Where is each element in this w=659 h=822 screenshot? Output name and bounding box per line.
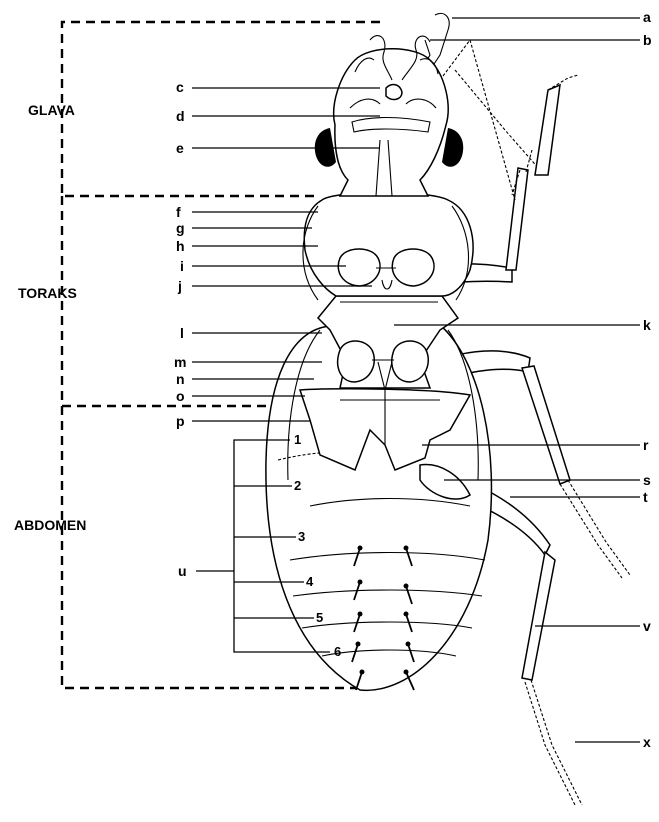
label-j: j <box>177 278 182 294</box>
middle-coxa-left <box>338 341 375 382</box>
front-coxa-left <box>338 249 380 286</box>
front-coxa-right <box>392 249 434 286</box>
labial-palp <box>386 85 402 100</box>
hind-leg-tarsus <box>525 682 575 805</box>
label-n: n <box>176 371 185 387</box>
label-e: e <box>176 140 184 156</box>
label-p: p <box>176 413 185 429</box>
label-k: k <box>643 317 651 333</box>
middle-leg-tarsus <box>560 484 622 578</box>
label-i: i <box>180 258 184 274</box>
eye-right <box>442 128 463 167</box>
section-label-head: GLAVA <box>28 102 75 118</box>
antenna-segments <box>535 85 560 175</box>
label-g: g <box>176 220 185 236</box>
label-x: x <box>643 734 651 750</box>
insect-body <box>266 13 630 805</box>
segment-number-3: 3 <box>298 529 305 544</box>
section-label-abdomen: ABDOMEN <box>14 517 86 533</box>
label-h: h <box>176 238 185 254</box>
label-b: b <box>643 32 652 48</box>
section-label-thorax: TORAKS <box>18 285 77 301</box>
label-o: o <box>176 388 185 404</box>
segment-number-1: 1 <box>294 432 301 447</box>
label-s: s <box>643 472 651 488</box>
label-c: c <box>176 79 184 95</box>
label-l: l <box>180 325 184 341</box>
hind-leg-tibia <box>522 552 555 680</box>
prothorax <box>304 193 473 297</box>
head-bracket <box>62 22 380 196</box>
segment-number-6: 6 <box>334 644 341 659</box>
segment-number-5: 5 <box>316 610 323 625</box>
front-leg-tibia <box>506 168 528 270</box>
label-d: d <box>176 108 185 124</box>
label-r: r <box>643 437 649 453</box>
label-v: v <box>643 618 651 634</box>
label-m: m <box>174 354 186 370</box>
label-f: f <box>176 204 181 220</box>
label-t: t <box>643 489 648 505</box>
label-a: a <box>643 9 651 25</box>
segment-number-2: 2 <box>294 478 301 493</box>
antenna-left <box>430 13 449 70</box>
middle-leg-tibia <box>522 366 570 484</box>
middle-coxa-right <box>392 341 428 382</box>
label-u: u <box>178 563 187 579</box>
segment-number-4: 4 <box>306 574 314 589</box>
